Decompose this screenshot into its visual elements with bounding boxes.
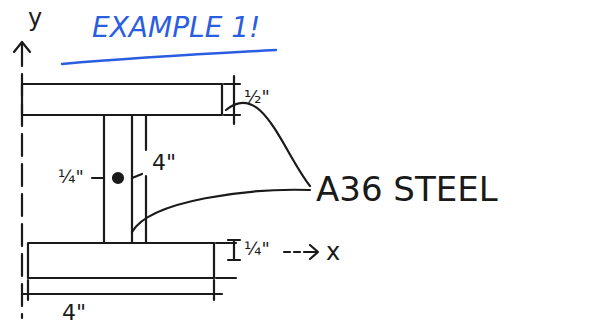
x-axis-arrow bbox=[304, 245, 318, 259]
axis-label: y bbox=[28, 6, 42, 30]
dimension-line bbox=[145, 176, 147, 242]
y-axis-arrow bbox=[14, 42, 30, 52]
dimension-marker bbox=[228, 240, 240, 260]
dimension: 4" bbox=[152, 152, 176, 174]
dimension-line bbox=[22, 293, 222, 295]
dimension-tick bbox=[216, 277, 236, 279]
dimension-tick bbox=[224, 114, 240, 116]
bottom-flange bbox=[28, 243, 214, 278]
dimension-line bbox=[145, 116, 147, 150]
dimension-tick bbox=[213, 280, 215, 300]
dimension-line bbox=[92, 177, 104, 179]
dimension: ¼" bbox=[244, 240, 270, 258]
material-label: A36 STEEL bbox=[316, 172, 498, 206]
dimension: 4" bbox=[62, 302, 86, 324]
x-axis bbox=[284, 251, 304, 253]
dimension-line bbox=[132, 174, 142, 178]
leader-line bbox=[132, 190, 310, 232]
dimension-tick bbox=[224, 83, 240, 85]
title: EXAMPLE 1! bbox=[92, 14, 260, 42]
dimension: ¼" bbox=[58, 168, 84, 186]
top-flange bbox=[22, 84, 222, 115]
axis-label: x bbox=[326, 240, 340, 264]
dimension: ½" bbox=[244, 88, 270, 106]
title-underline bbox=[62, 50, 276, 64]
dimension-tick bbox=[27, 280, 29, 300]
web bbox=[104, 115, 132, 243]
leader-line bbox=[226, 103, 310, 186]
web-dot bbox=[113, 173, 123, 183]
dimension-line bbox=[233, 76, 235, 124]
